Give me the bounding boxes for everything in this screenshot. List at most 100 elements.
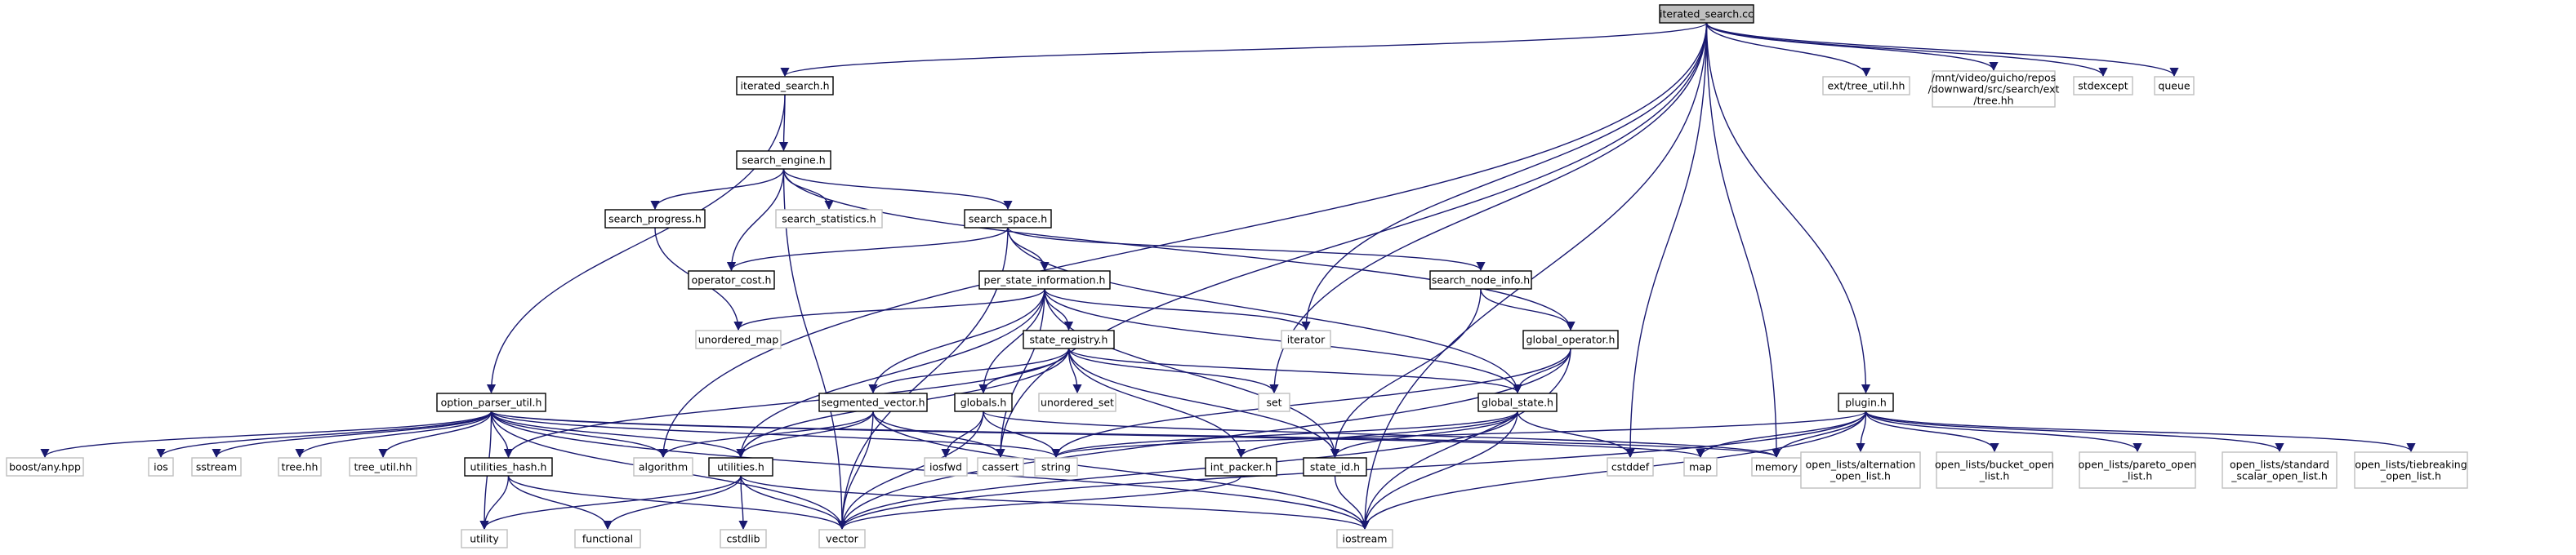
node-label: utilities_hash.h xyxy=(470,461,547,473)
node-label: ext/tree_util.hh xyxy=(1828,80,1905,92)
node-box xyxy=(818,529,866,548)
edge-per_state_information_h-to-globals_h xyxy=(978,288,1045,394)
edge-search_engine_h-to-global_operator_h xyxy=(782,168,1575,331)
node-unordered-set: unordered_set xyxy=(1038,393,1116,412)
edge-utilities_hash_h-to-functional xyxy=(507,475,613,531)
node-box xyxy=(964,209,1052,229)
edge-iterated_search_h-to-option_parser_util_h xyxy=(486,94,786,394)
edge-option_parser_util_h-to-boost_any_hpp xyxy=(40,411,492,459)
node-ol-alternation: open_lists/alternation_open_list.h xyxy=(1800,451,1921,489)
node-label: algorithm xyxy=(639,461,688,473)
node-label: map xyxy=(1689,461,1712,473)
edge-per_state_information_h-to-segmented_vector_h xyxy=(868,288,1045,394)
edge-iterated_search_cc-to-stdexcept xyxy=(1705,22,2108,78)
node-label: string xyxy=(1041,461,1071,473)
node-box xyxy=(1822,76,1910,95)
node-vector: vector xyxy=(818,529,866,548)
edge-plugin_h-to-ol_bucket xyxy=(1865,411,1999,453)
node-int-packer-h[interactable]: int_packer.h xyxy=(1205,457,1277,477)
node-box xyxy=(1034,457,1078,477)
node-box xyxy=(1936,451,2053,489)
node-plugin-h[interactable]: plugin.h xyxy=(1838,393,1894,412)
edge-global_state_h-to-iostream xyxy=(1360,411,1518,531)
node-label: unordered_set xyxy=(1041,397,1114,409)
node-box xyxy=(1932,70,2056,108)
node-operator-cost-h[interactable]: operator_cost.h xyxy=(688,270,775,290)
edge-utilities_h-to-functional xyxy=(603,475,742,531)
node-box xyxy=(604,209,706,229)
node-label: plugin.h xyxy=(1845,397,1887,409)
edge-state_registry_h-to-set xyxy=(1067,348,1279,394)
node-global-operator-h[interactable]: global_operator.h xyxy=(1522,330,1619,349)
node-box xyxy=(2073,76,2133,95)
node-box xyxy=(775,209,883,229)
edge-globals_h-to-string xyxy=(983,411,1061,459)
node-tree-util-hh: tree_util.hh xyxy=(349,457,417,477)
node-label: cassert xyxy=(982,461,1018,473)
node-label: unordered_map xyxy=(698,334,779,346)
node-search-statistics-h: search_statistics.h xyxy=(775,209,883,229)
node-label: segmented_vector.h xyxy=(821,397,925,409)
node-set: set xyxy=(1258,393,1290,412)
node-utilities-hash-h[interactable]: utilities_hash.h xyxy=(464,457,553,477)
node-segmented-vector-h[interactable]: segmented_vector.h xyxy=(818,393,928,412)
edge-search_engine_h-to-operator_cost_h xyxy=(726,168,785,272)
node-label: iostream xyxy=(1343,533,1388,545)
edge-plugin_h-to-memory xyxy=(1772,411,1867,459)
edge-iterated_search_cc-to-set xyxy=(1269,22,1708,394)
node-label: sstream xyxy=(196,461,237,473)
edge-option_parser_util_h-to-tree_hh xyxy=(295,411,492,459)
node-globals-h[interactable]: globals.h xyxy=(954,393,1013,412)
node-search-engine-h[interactable]: search_engine.h xyxy=(736,150,831,170)
node-label: utility xyxy=(470,533,499,545)
edge-plugin_h-to-ol_standard_scalar xyxy=(1865,411,2284,453)
edge-utilities_h-to-iostream xyxy=(740,475,1370,531)
edge-iterated_search_cc-to-memory xyxy=(1705,22,1781,459)
node-queue: queue xyxy=(2154,76,2195,95)
node-cstddef: cstddef xyxy=(1607,457,1654,477)
node-search-space-h[interactable]: search_space.h xyxy=(964,209,1052,229)
edge-search_space_h-to-global_state_h xyxy=(1007,227,1522,394)
node-iterated-search-cc[interactable]: iterated_search.cc xyxy=(1659,4,1754,24)
edge-global_state_h-to-int_packer_h xyxy=(1237,411,1518,459)
edge-utilities_hash_h-to-utility xyxy=(479,475,510,531)
node-label: iterator xyxy=(1287,334,1326,346)
node-box xyxy=(1683,457,1718,477)
node-label: functional xyxy=(582,533,633,545)
node-map: map xyxy=(1683,457,1718,477)
edge-search_space_h-to-operator_cost_h xyxy=(727,227,1009,272)
edge-state_registry_h-to-int_packer_h xyxy=(1067,348,1246,459)
edge-utilities_h-to-utility xyxy=(479,475,742,531)
edge-int_packer_h-to-vector xyxy=(837,475,1242,531)
node-label: /tree.hh xyxy=(1973,95,2013,107)
node-label: /downward/src/search/ext xyxy=(1928,83,2060,95)
node-search-progress-h[interactable]: search_progress.h xyxy=(604,209,706,229)
edge-option_parser_util_h-to-string xyxy=(490,411,1061,459)
node-state-registry-h[interactable]: state_registry.h xyxy=(1023,330,1115,349)
node-option-parser-util-h[interactable]: option_parser_util.h xyxy=(436,393,546,412)
node-state-id-h[interactable]: state_id.h xyxy=(1303,457,1367,477)
node-box xyxy=(2222,451,2338,489)
node-unordered-map: unordered_map xyxy=(695,330,782,349)
node-iterated-search-h[interactable]: iterated_search.h xyxy=(736,76,834,95)
node-ext-tree-util-hh: ext/tree_util.hh xyxy=(1822,76,1910,95)
edge-plugin_h-to-ol_pareto xyxy=(1865,411,2142,453)
node-memory: memory xyxy=(1751,457,1802,477)
node-global-state-h[interactable]: global_state.h xyxy=(1477,393,1558,412)
node-search-node-info-h[interactable]: search_node_info.h xyxy=(1429,270,1532,290)
node-utilities-h[interactable]: utilities.h xyxy=(708,457,773,477)
node-box xyxy=(708,457,773,477)
node-box xyxy=(924,457,968,477)
node-box xyxy=(2079,451,2196,489)
node-label: open_lists/pareto_open xyxy=(2079,459,2197,471)
node-label: ios xyxy=(154,461,168,473)
node-per-state-information-h[interactable]: per_state_information.h xyxy=(978,270,1111,290)
edge-option_parser_util_h-to-algorithm xyxy=(490,411,668,459)
edge-state_registry_h-to-global_state_h xyxy=(1067,348,1522,394)
node-box xyxy=(977,457,1024,477)
edge-search_engine_h-to-search_progress_h xyxy=(650,168,785,211)
node-box xyxy=(633,457,693,477)
node-label: tree.hh xyxy=(282,461,319,473)
edge-segmented_vector_h-to-vector xyxy=(837,411,874,531)
